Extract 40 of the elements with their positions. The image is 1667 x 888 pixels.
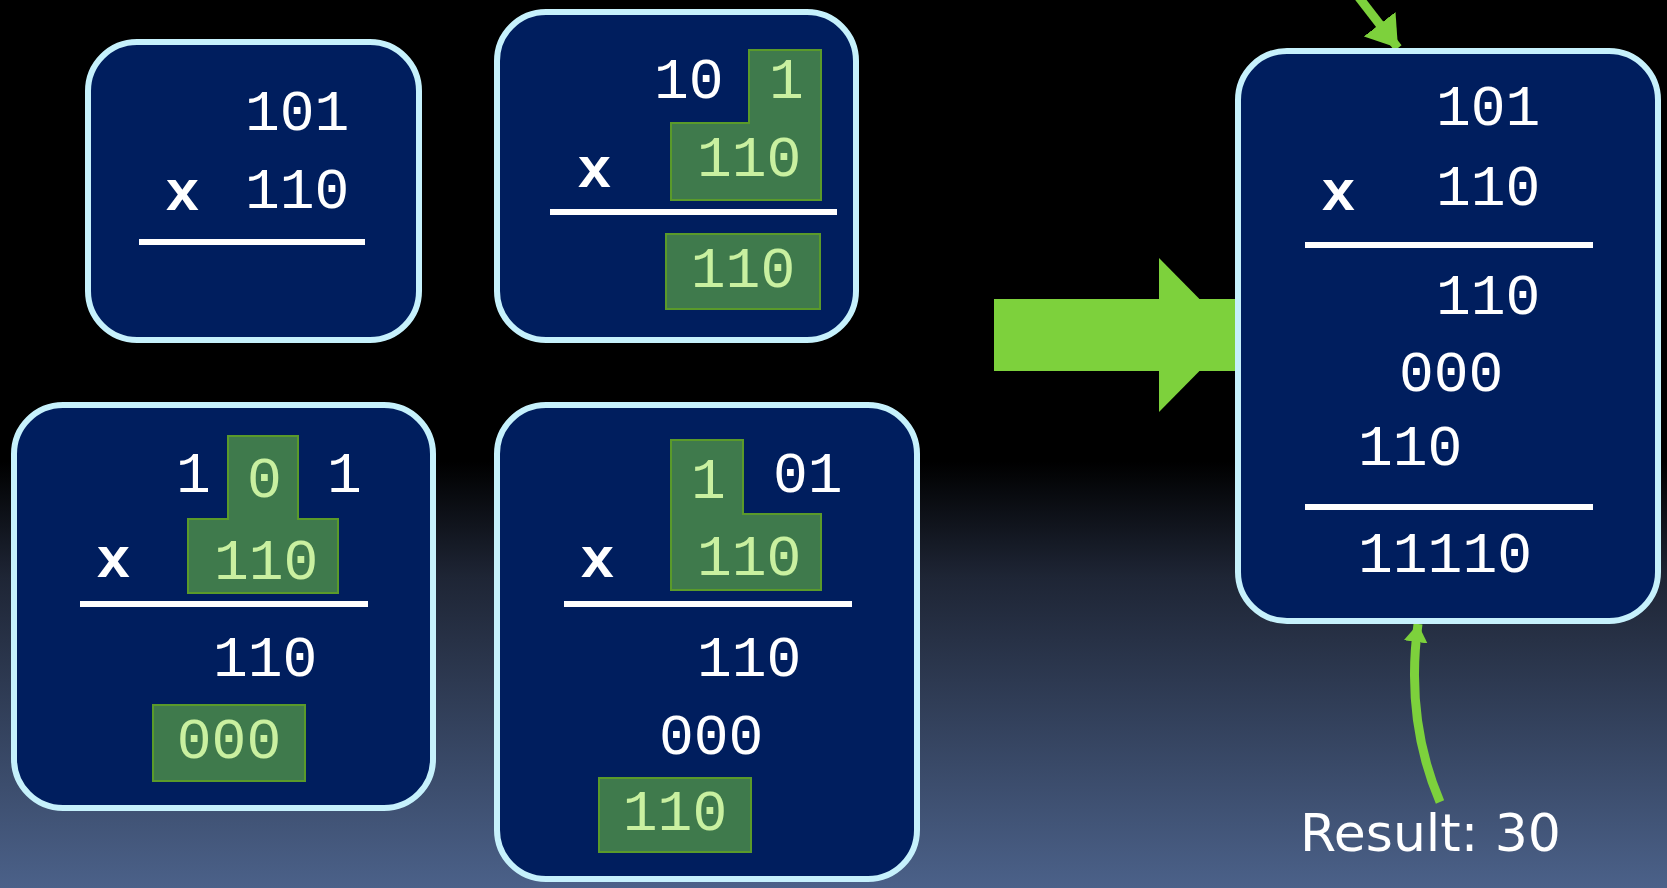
- multiply-sign: x: [96, 533, 131, 591]
- multiply-sign: x: [577, 143, 612, 201]
- binary-number: 110: [697, 632, 802, 690]
- block-arrow: [994, 258, 1235, 412]
- binary-number: 110: [1358, 421, 1463, 479]
- multiplication-card: [494, 402, 920, 882]
- multiply-sign: x: [580, 533, 615, 591]
- binary-number: 110: [697, 531, 802, 589]
- binary-number: 000: [659, 710, 764, 768]
- binary-number: 110: [213, 632, 318, 690]
- multiply-sign: x: [165, 166, 200, 224]
- result-label: Result: 30: [1300, 802, 1561, 864]
- binary-number: 01: [773, 448, 843, 506]
- multiplication-card: [11, 402, 436, 811]
- binary-number: 000: [1399, 347, 1504, 405]
- binary-number: 000: [176, 714, 282, 772]
- binary-number: 1: [691, 454, 726, 512]
- highlight-box: [152, 704, 306, 782]
- binary-number: 101: [1436, 81, 1541, 139]
- multiply-sign: x: [1321, 166, 1356, 224]
- binary-number: 101: [245, 86, 350, 144]
- binary-number: 1: [176, 448, 211, 506]
- highlight-box: [598, 777, 752, 853]
- binary-number: 0: [247, 453, 282, 511]
- binary-number: 10: [654, 54, 724, 112]
- multiplication-card: [1235, 48, 1661, 624]
- binary-number: 1: [327, 448, 362, 506]
- highlight-box: [665, 233, 821, 310]
- binary-number: 110: [622, 786, 728, 844]
- binary-number: 110: [697, 132, 802, 190]
- binary-number: 1: [769, 54, 804, 112]
- multiplication-card: [494, 9, 859, 343]
- binary-number: 110: [1436, 270, 1541, 328]
- binary-number: 110: [214, 535, 319, 593]
- binary-number: 110: [690, 242, 796, 301]
- multiplication-card: [85, 39, 422, 343]
- leader-arrow: [1404, 623, 1445, 804]
- binary-number: 110: [245, 164, 350, 222]
- binary-number: 110: [1436, 161, 1541, 219]
- binary-number: 11110: [1358, 528, 1533, 586]
